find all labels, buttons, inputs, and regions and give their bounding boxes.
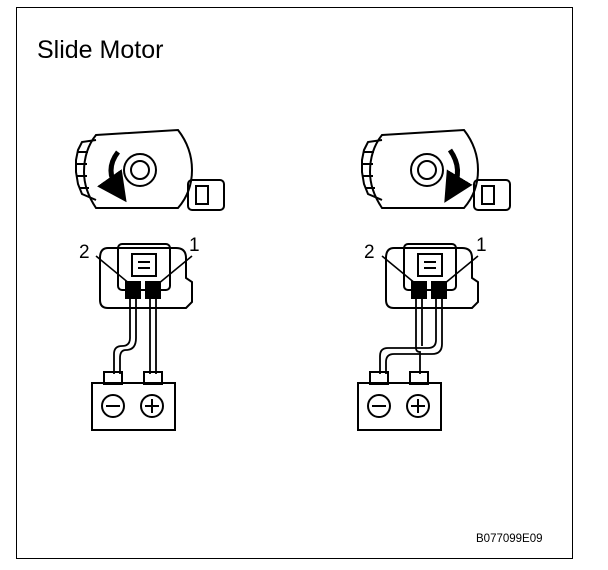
pin-label-1-left: 1	[189, 235, 200, 256]
gear-teeth-right	[361, 139, 383, 201]
battery-right	[357, 371, 442, 431]
rotation-arrow-right	[444, 148, 473, 203]
gear-teeth-left	[75, 139, 97, 201]
diagram-frame	[16, 7, 573, 559]
wires-right	[379, 298, 443, 374]
battery-left	[91, 371, 176, 431]
negative-terminal-right	[367, 394, 391, 418]
motor-assembly-right	[361, 128, 511, 211]
pin-label-2-right: 2	[364, 242, 375, 263]
rotation-arrow-left	[97, 150, 127, 203]
side-connector-right	[473, 179, 511, 211]
side-connector-left	[187, 179, 225, 211]
motor-body-left	[82, 128, 194, 209]
shaft-inner-left	[130, 160, 150, 180]
pin-label-1-right: 1	[476, 235, 487, 256]
positive-terminal-right	[406, 394, 430, 418]
motor-assembly-left	[75, 128, 225, 211]
figure-code: B077099E09	[476, 533, 543, 545]
connector-left	[95, 243, 193, 309]
shaft-outer-right	[410, 153, 444, 187]
shaft-inner-right	[417, 160, 437, 180]
diagram-title: Slide Motor	[37, 36, 164, 64]
wires-left	[113, 298, 157, 374]
motor-body-right	[368, 128, 480, 209]
pin-label-2-left: 2	[79, 242, 90, 263]
shaft-outer-left	[123, 153, 157, 187]
positive-terminal-left	[140, 394, 164, 418]
negative-terminal-left	[101, 394, 125, 418]
connector-right	[381, 243, 479, 309]
